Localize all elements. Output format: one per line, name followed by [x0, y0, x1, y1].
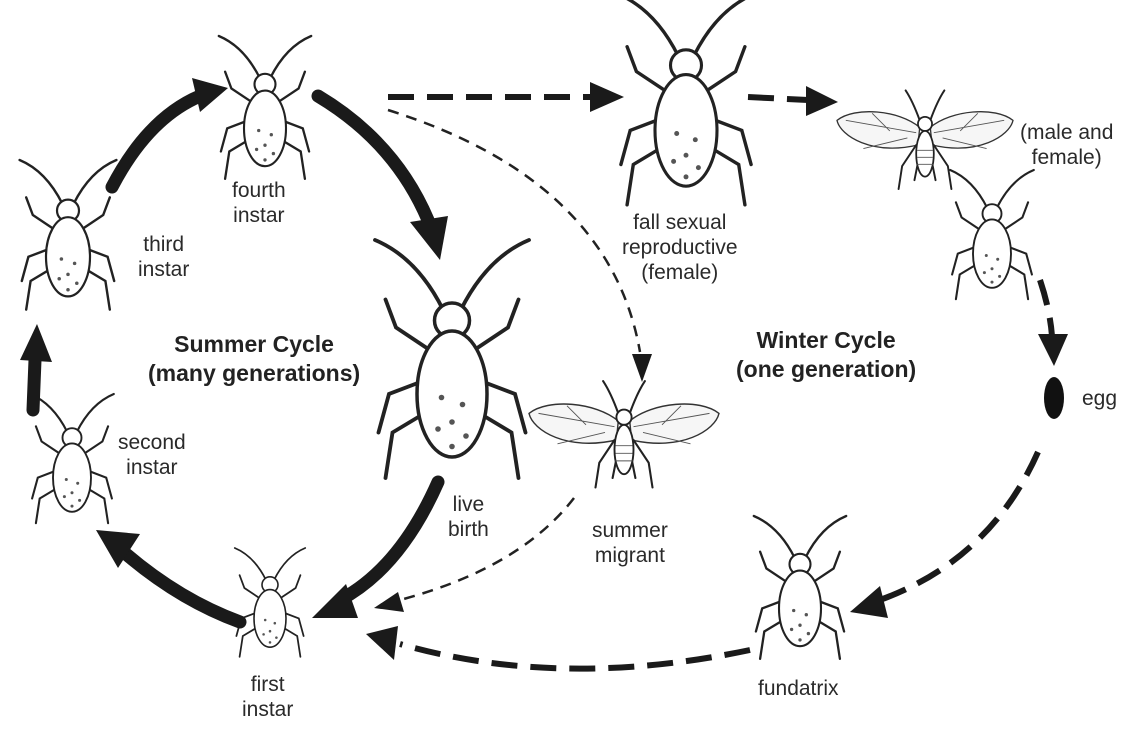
live-birth-adult-aphid-icon	[375, 240, 529, 478]
male-winged-aphid-icon	[837, 90, 1013, 189]
fall-sexual-female-aphid-icon	[618, 0, 754, 205]
egg-label: egg	[1082, 386, 1117, 411]
fundatrix-label: fundatrix	[758, 676, 839, 701]
summer-cycle-title: Summer Cycle(many generations)	[148, 330, 360, 388]
female-sexual-aphid-icon	[950, 170, 1034, 299]
fundatrix-aphid-icon	[754, 516, 846, 659]
third-instar-aphid-icon	[20, 160, 117, 310]
second-instar-aphid-icon	[30, 394, 114, 523]
fourth-instar-aphid-icon	[219, 36, 311, 179]
summer-migrant-winged-aphid-icon	[529, 381, 719, 487]
egg-icon	[1044, 377, 1064, 419]
winter-cycle-title: Winter Cycle(one generation)	[736, 326, 916, 384]
first-instar-aphid-icon	[235, 548, 305, 657]
